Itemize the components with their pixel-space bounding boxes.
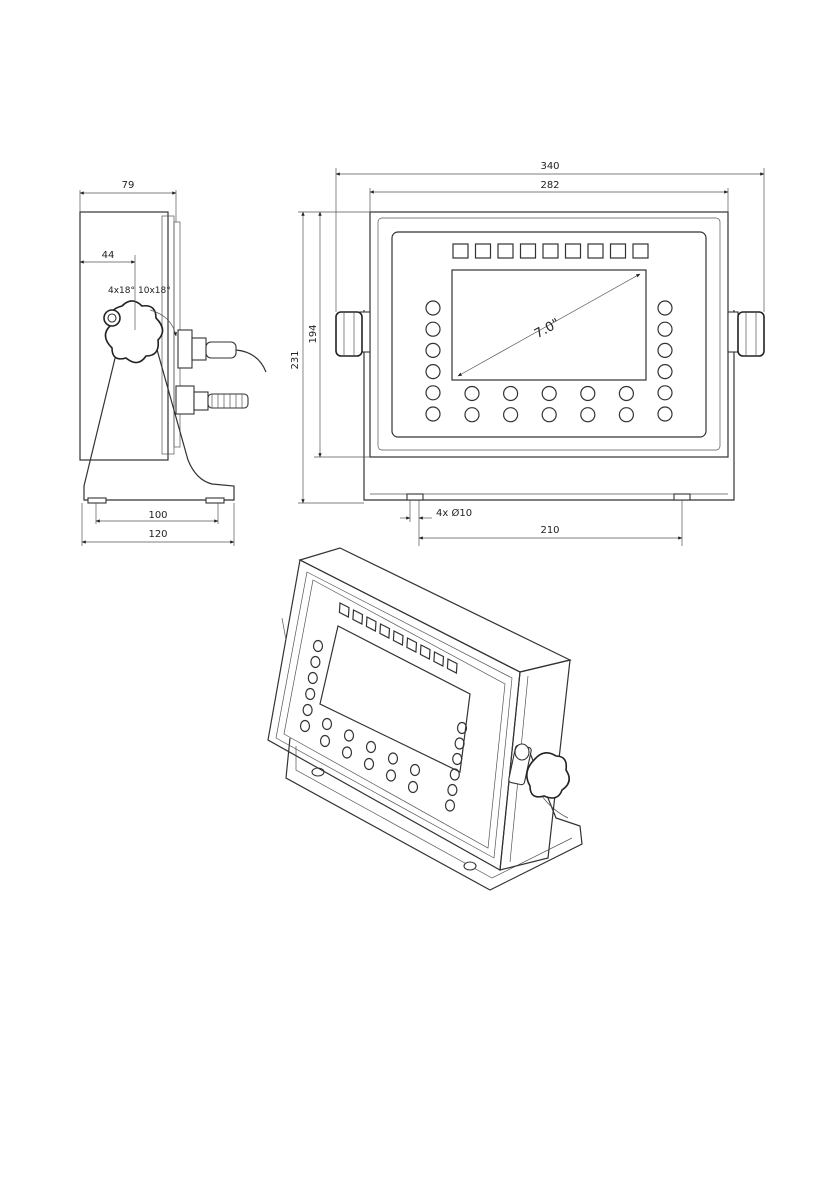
- bottom-key: [465, 387, 479, 401]
- bottom-key: [504, 387, 518, 401]
- iso-right-key: [448, 785, 457, 796]
- front-stand: [364, 310, 734, 500]
- left-key: [426, 343, 440, 357]
- iso-left-key: [308, 673, 317, 684]
- iso-bottom-key: [389, 753, 398, 764]
- top-key: [566, 244, 581, 258]
- top-key: [476, 244, 491, 258]
- top-key: [453, 244, 468, 258]
- iso-left-key: [303, 705, 312, 716]
- bottom-key: [542, 408, 556, 422]
- left-key: [426, 386, 440, 400]
- left-key: [426, 301, 440, 315]
- iso-top-key: [393, 631, 403, 645]
- iso-top-key-row: [339, 603, 457, 673]
- top-key: [521, 244, 536, 258]
- top-key: [498, 244, 513, 258]
- isometric-view: [268, 548, 582, 890]
- side-view: 79 44 4x18° 10x18° 100 120: [80, 180, 266, 546]
- angle-right-label: 10x18°: [138, 286, 171, 296]
- right-key: [658, 343, 672, 357]
- left-key: [426, 407, 440, 421]
- iso-top-key: [447, 659, 457, 673]
- iso-right-key: [453, 754, 462, 765]
- bottom-key: [581, 408, 595, 422]
- front-knob-right: [728, 312, 764, 356]
- dim-side-foot-inner: 100: [148, 510, 167, 521]
- iso-bottom-key: [321, 736, 330, 747]
- iso-top-key: [380, 624, 390, 638]
- iso-bottom-key: [411, 765, 420, 776]
- top-key: [588, 244, 603, 258]
- iso-top-key: [353, 610, 363, 624]
- iso-left-key: [314, 641, 323, 652]
- right-key: [658, 407, 672, 421]
- left-key: [426, 365, 440, 379]
- top-key: [543, 244, 558, 258]
- iso-right-key: [446, 800, 455, 811]
- iso-top-key: [339, 603, 349, 617]
- bottom-key: [465, 408, 479, 422]
- right-key-column: [658, 301, 672, 421]
- angle-left-label: 4x18°: [108, 286, 135, 296]
- dim-hole-spacing: 210: [540, 525, 559, 536]
- dim-front-housing-width: 282: [540, 180, 559, 191]
- iso-bottom-key: [367, 742, 376, 753]
- iso-left-key: [311, 657, 320, 668]
- bottom-key: [542, 387, 556, 401]
- top-key: [633, 244, 648, 258]
- right-key: [658, 322, 672, 336]
- iso-round-keys: [301, 641, 467, 812]
- dim-front-overall-height: 231: [290, 350, 301, 369]
- top-key-row: [453, 244, 648, 258]
- dim-front-overall-width: 340: [540, 161, 559, 172]
- right-key: [658, 365, 672, 379]
- dim-side-depth: 79: [122, 180, 135, 191]
- bottom-key: [581, 387, 595, 401]
- left-key-column: [426, 301, 440, 421]
- side-connector-upper: [178, 330, 266, 372]
- iso-right-key: [455, 738, 464, 749]
- dim-front-housing-height: 194: [308, 324, 319, 343]
- iso-top-key: [434, 652, 444, 666]
- iso-left-key: [306, 689, 315, 700]
- iso-bottom-key: [387, 770, 396, 781]
- iso-right-key: [450, 769, 459, 780]
- iso-bottom-key: [409, 782, 418, 793]
- iso-bottom-key: [323, 719, 332, 730]
- right-key: [658, 301, 672, 315]
- hole-callout-label: 4x Ø10: [436, 507, 472, 519]
- iso-top-key: [407, 638, 417, 652]
- right-key: [658, 386, 672, 400]
- iso-bottom-key: [343, 747, 352, 758]
- iso-bottom-key: [365, 759, 374, 770]
- iso-top-key: [366, 617, 376, 631]
- bottom-key: [619, 408, 633, 422]
- dim-side-pivot: 44: [102, 250, 115, 261]
- front-view: 7.0" 340 282: [290, 161, 764, 546]
- iso-top-key: [420, 645, 430, 659]
- side-connector-lower: [176, 386, 248, 414]
- iso-bottom-key: [345, 730, 354, 741]
- iso-left-key: [301, 721, 310, 732]
- dim-side-foot-outer: 120: [148, 529, 167, 540]
- bottom-key-rows: [465, 387, 633, 422]
- top-key: [611, 244, 626, 258]
- bottom-key: [504, 408, 518, 422]
- bottom-key: [619, 387, 633, 401]
- left-key: [426, 322, 440, 336]
- front-knob-left: [336, 312, 370, 356]
- side-stand: [84, 346, 234, 500]
